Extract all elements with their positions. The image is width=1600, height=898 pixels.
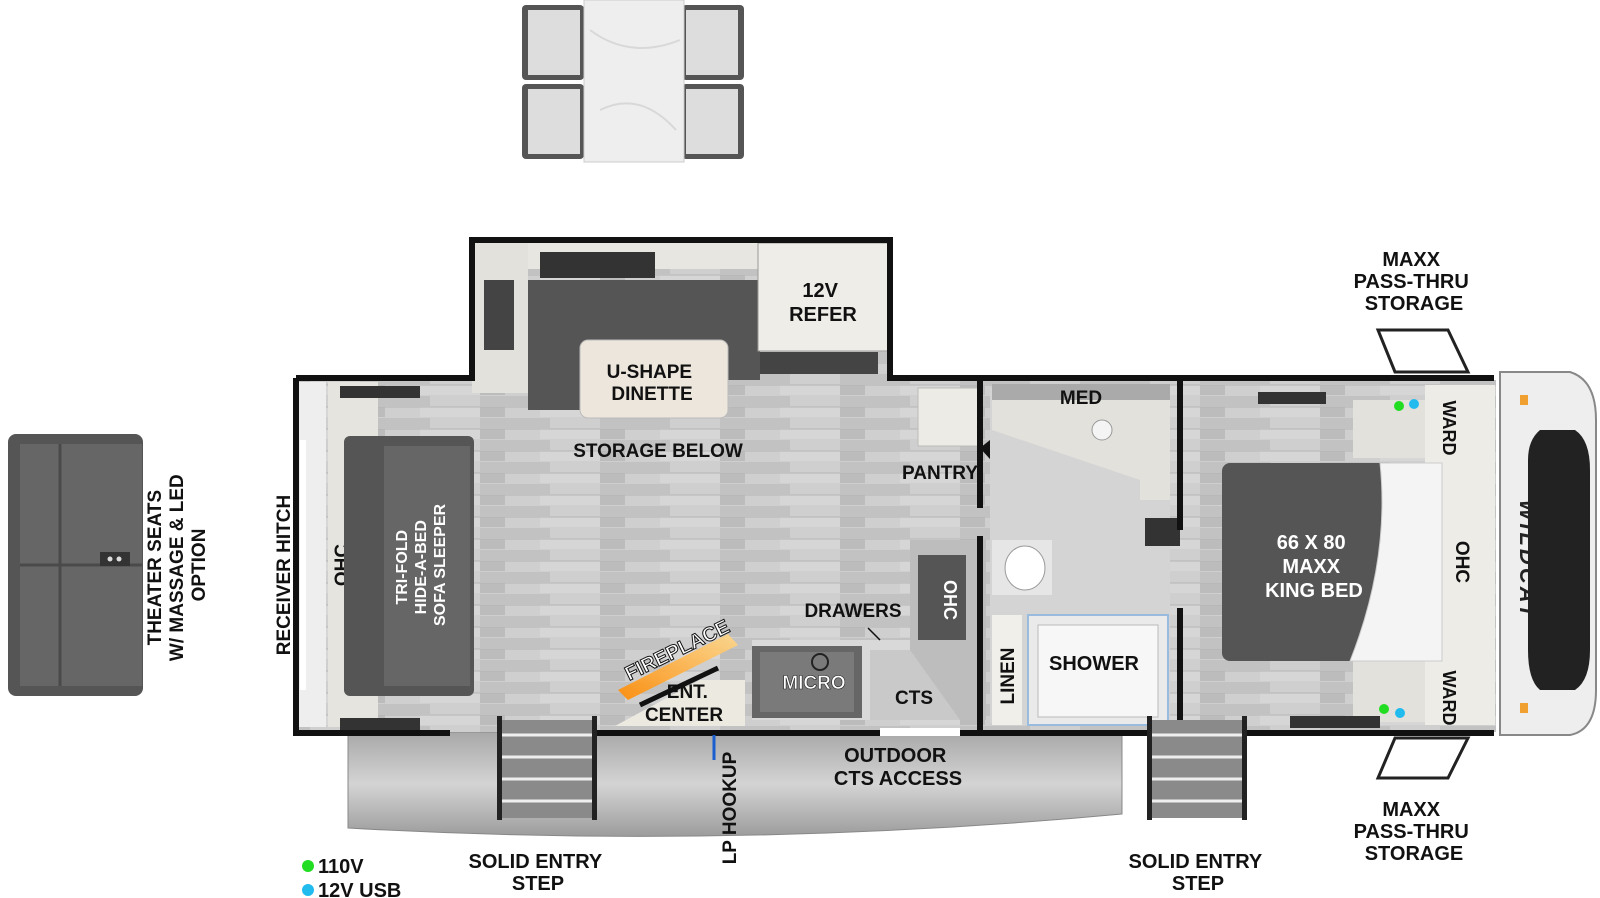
- pass-thru-door-bottom: [1375, 736, 1471, 780]
- front-ohc-label: OHC: [1451, 541, 1472, 584]
- window-rear-top: [340, 386, 420, 398]
- window-rear-bottom: [340, 718, 420, 730]
- ent-center-label: ENT. CENTER: [645, 682, 723, 726]
- pass-thru-door-top: [1375, 328, 1471, 374]
- bedroom: [1222, 385, 1495, 728]
- legend-usb-label: 12V USB: [318, 880, 401, 898]
- ward-bottom-label: WARD: [1439, 671, 1459, 726]
- front-cap: [1499, 371, 1597, 736]
- window-dinette: [484, 280, 514, 350]
- dinette-label: U-SHAPE DINETTE: [607, 362, 698, 405]
- solid-step-right-label: SOLID ENTRY STEP: [1129, 851, 1268, 895]
- theater-seats: [8, 434, 143, 696]
- legend-110v-dot: [302, 860, 314, 872]
- solid-step-left-label: SOLID ENTRY STEP: [469, 851, 608, 895]
- refer-label: 12V REFER: [789, 280, 857, 326]
- brand-logo: WILDCAT: [1515, 500, 1540, 621]
- med-label: MED: [1060, 388, 1102, 409]
- receiver-hitch-label: RECEIVER HITCH: [274, 495, 295, 655]
- ward-top-label: WARD: [1439, 401, 1459, 456]
- u-dinette: [528, 280, 760, 419]
- bed-label: 66 X 80 MAXX KING BED: [1265, 532, 1363, 602]
- legend: 110V 12V USB: [302, 856, 401, 898]
- outdoor-cts-label: OUTDOOR CTS ACCESS: [834, 745, 962, 790]
- cts-label: CTS: [895, 688, 933, 709]
- kitchen-ohc-label: OHC: [940, 580, 960, 620]
- maxx-bottom-label: MAXX PASS-THRU STORAGE: [1354, 799, 1475, 865]
- shower-label: SHOWER: [1049, 653, 1140, 675]
- rear-hitch-window: [300, 440, 306, 690]
- legend-110v-label: 110V: [318, 856, 364, 878]
- sofa-label: TRI-FOLD HIDE-A-BED SOFA SLEEPER: [394, 504, 449, 627]
- kitchen-counter: [752, 540, 986, 720]
- drawers-label: DRAWERS: [804, 601, 901, 622]
- pantry-label: PANTRY: [902, 463, 978, 484]
- lp-hookup-label: LP HOOKUP: [720, 751, 741, 864]
- storage-below-label: STORAGE BELOW: [573, 441, 743, 462]
- theater-label: THEATER SEATS W/ MASSAGE & LED OPTION: [145, 469, 210, 661]
- window-top: [540, 252, 655, 278]
- table-and-chairs: [522, 0, 744, 163]
- entry-step-left: [497, 716, 597, 820]
- bathroom: [990, 384, 1180, 726]
- pantry: [917, 387, 979, 447]
- linen-label: LINEN: [998, 648, 1019, 705]
- entry-step-right: [1147, 716, 1247, 820]
- ent-center: [615, 634, 745, 726]
- legend-usb-dot: [302, 884, 314, 896]
- refer-base: [760, 352, 878, 374]
- micro-label: MICRO: [782, 673, 845, 694]
- sofa-sleeper: [344, 436, 474, 696]
- maxx-top-label: MAXX PASS-THRU STORAGE: [1354, 249, 1475, 315]
- refer: [757, 242, 893, 352]
- outdoor-cts-door: [880, 728, 960, 736]
